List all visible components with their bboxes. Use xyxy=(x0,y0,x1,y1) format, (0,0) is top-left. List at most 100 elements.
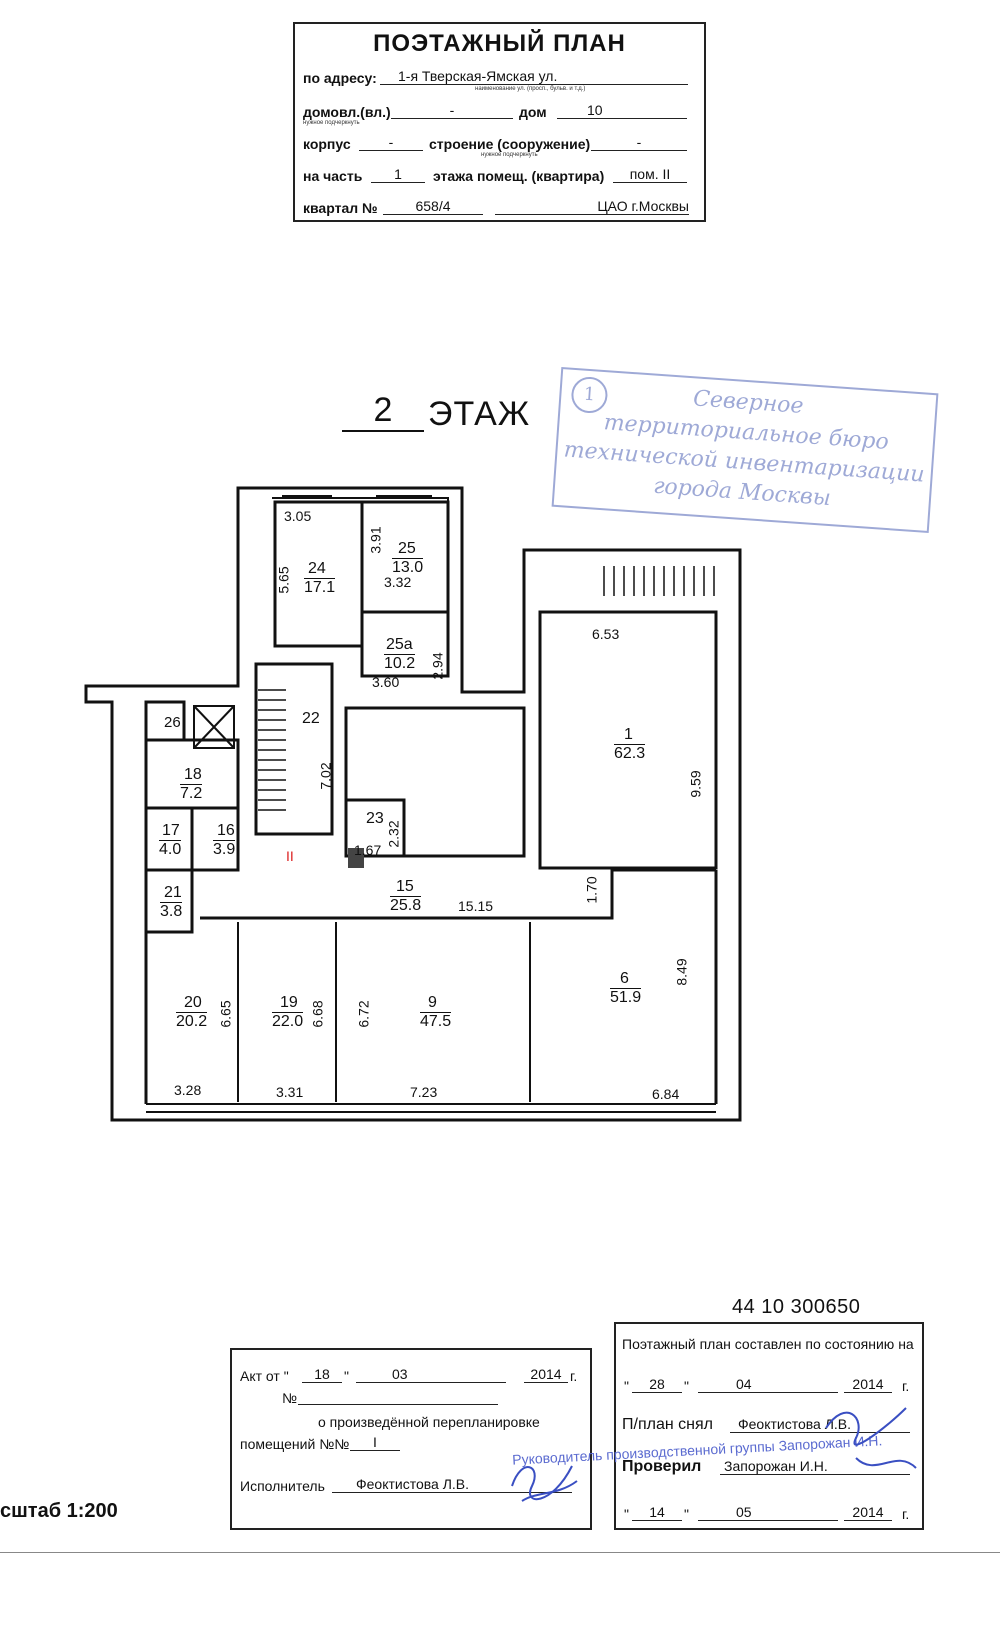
room-24-area: 17.1 xyxy=(304,578,336,596)
dim-7-02: 7.02 xyxy=(317,762,334,790)
room-19-num: 19 xyxy=(280,994,298,1011)
act-year: 2014 xyxy=(524,1366,568,1383)
taken-value: Феоктистова Л.В. xyxy=(730,1416,910,1433)
corridor-15-wall xyxy=(200,868,716,920)
courtyard xyxy=(344,706,526,858)
chast-label: на часть xyxy=(303,168,363,184)
dim-1-70: 1.70 xyxy=(583,876,600,904)
stroenie-hint: нужное подчеркнуть xyxy=(481,152,538,158)
floor-label: ЭТАЖ xyxy=(428,395,531,433)
room-9-area: 47.5 xyxy=(420,1012,452,1030)
room-16-num: 16 xyxy=(217,822,235,839)
korpus-value: - xyxy=(359,134,423,151)
room-6-area: 51.9 xyxy=(610,988,642,1006)
act-quote: " xyxy=(344,1368,349,1384)
room-25a-area: 10.2 xyxy=(384,654,416,672)
room-9-num: 9 xyxy=(428,994,437,1011)
dim-8-49: 8.49 xyxy=(673,958,690,986)
act-rooms-value: I xyxy=(350,1434,400,1451)
dim-3-91: 3.91 xyxy=(367,526,384,554)
roman-mark: II xyxy=(286,848,294,864)
domovl-hint: нужное подчеркнуть xyxy=(303,120,360,126)
dim-3-32: 3.32 xyxy=(384,574,412,590)
stairs-icon xyxy=(258,566,715,811)
dim-3-31: 3.31 xyxy=(276,1084,304,1100)
elevator-icon xyxy=(193,705,235,749)
act-year-suffix: г. xyxy=(570,1368,578,1384)
act-day: 18 xyxy=(302,1366,342,1383)
room-19-area: 22.0 xyxy=(272,1012,304,1030)
dim-7-23: 7.23 xyxy=(410,1084,438,1100)
dim-6-84: 6.84 xyxy=(652,1086,680,1102)
status-box: Поэтажный план составлен по состоянию на… xyxy=(512,1322,924,1530)
check-year-suffix: г. xyxy=(902,1506,910,1522)
dim-1-67: 1.67 xyxy=(354,842,382,858)
room-20-area: 20.2 xyxy=(176,1012,208,1030)
header-box: ПОЭТАЖНЫЙ ПЛАН по адресу: 1-я Тверская-Я… xyxy=(293,22,706,222)
room-1-area: 62.3 xyxy=(614,744,646,762)
room-17-area: 4.0 xyxy=(159,840,182,858)
dim-2-94: 2.94 xyxy=(429,652,446,680)
executor-label: Исполнитель xyxy=(240,1478,325,1494)
room-21-num: 21 xyxy=(164,884,182,901)
room-15-num: 15 xyxy=(396,878,414,895)
inner-outer-wall xyxy=(272,497,449,676)
room-25a-wall xyxy=(360,610,450,678)
room-1-wall xyxy=(538,610,718,870)
status-quote-open: " xyxy=(624,1378,629,1394)
kvartal-value: 658/4 xyxy=(383,198,483,215)
status-month: 04 xyxy=(698,1376,838,1393)
room-20-num: 20 xyxy=(184,994,202,1011)
outer-wall xyxy=(84,486,742,1122)
room-18-area: 7.2 xyxy=(180,784,203,802)
room-22-wall xyxy=(254,662,334,836)
korpus-label: корпус xyxy=(303,136,351,152)
room-16-area: 3.9 xyxy=(213,840,236,858)
act-no-label: № xyxy=(282,1390,298,1406)
act-month: 03 xyxy=(356,1366,506,1383)
room-25-area: 13.0 xyxy=(392,558,424,576)
room-23-num: 23 xyxy=(366,810,384,827)
dim-15-15: 15.15 xyxy=(458,898,494,914)
dim-5-65: 5.65 xyxy=(275,566,292,594)
kvartal-label: квартал № xyxy=(303,200,378,216)
room-18-num: 18 xyxy=(184,766,202,783)
address-value: 1-я Тверская-Ямская ул. xyxy=(380,68,688,85)
bottom-rule xyxy=(0,1552,1000,1553)
check-quote-close: " xyxy=(684,1506,689,1522)
domovl-value: - xyxy=(391,102,513,119)
act-rooms-label: помещений №№ xyxy=(240,1436,350,1452)
dim-3-28: 3.28 xyxy=(174,1082,202,1098)
address-label: по адресу: xyxy=(303,70,377,86)
dim-3-05: 3.05 xyxy=(284,508,312,524)
checked-label: Проверил xyxy=(622,1458,702,1475)
checker-signature xyxy=(825,1407,917,1469)
check-year: 2014 xyxy=(844,1504,892,1521)
status-quote-close: " xyxy=(684,1378,689,1394)
dim-6-53: 6.53 xyxy=(592,626,620,642)
room-21-wall xyxy=(144,868,194,934)
check-quote-open: " xyxy=(624,1506,629,1522)
room-16-wall xyxy=(190,806,240,872)
dim-6-72: 6.72 xyxy=(355,1000,372,1028)
floor-number: 2 xyxy=(342,390,424,432)
act-box: Акт от " 18 " 03 2014 г. № о произведённ… xyxy=(230,1348,592,1530)
address-hint: наименование ул. (просп., бульв. и т.д.) xyxy=(475,86,586,92)
check-month: 05 xyxy=(698,1504,838,1521)
window-wall xyxy=(146,1103,716,1113)
room-17-num: 17 xyxy=(162,822,180,839)
status-day: 28 xyxy=(632,1376,682,1393)
room-26-num: 26 xyxy=(164,714,181,731)
floor-plan xyxy=(84,486,742,1122)
doc-number: 44 10 300650 xyxy=(732,1296,861,1318)
room-23-wall xyxy=(344,798,406,858)
taken-label: П/план снял xyxy=(622,1416,713,1433)
dim-6-68: 6.68 xyxy=(309,1000,326,1028)
etazh-label: этажа помещ. (квартира) xyxy=(433,168,605,184)
checked-value: Запорожан И.Н. xyxy=(720,1458,910,1475)
room-22-num: 22 xyxy=(302,710,320,727)
pom-value: пом. II xyxy=(613,166,687,183)
status-year: 2014 xyxy=(844,1376,892,1393)
redevelopment-text: о произведённой перепланировке xyxy=(318,1414,540,1430)
stroenie-label: строение (сооружение) xyxy=(429,136,591,152)
